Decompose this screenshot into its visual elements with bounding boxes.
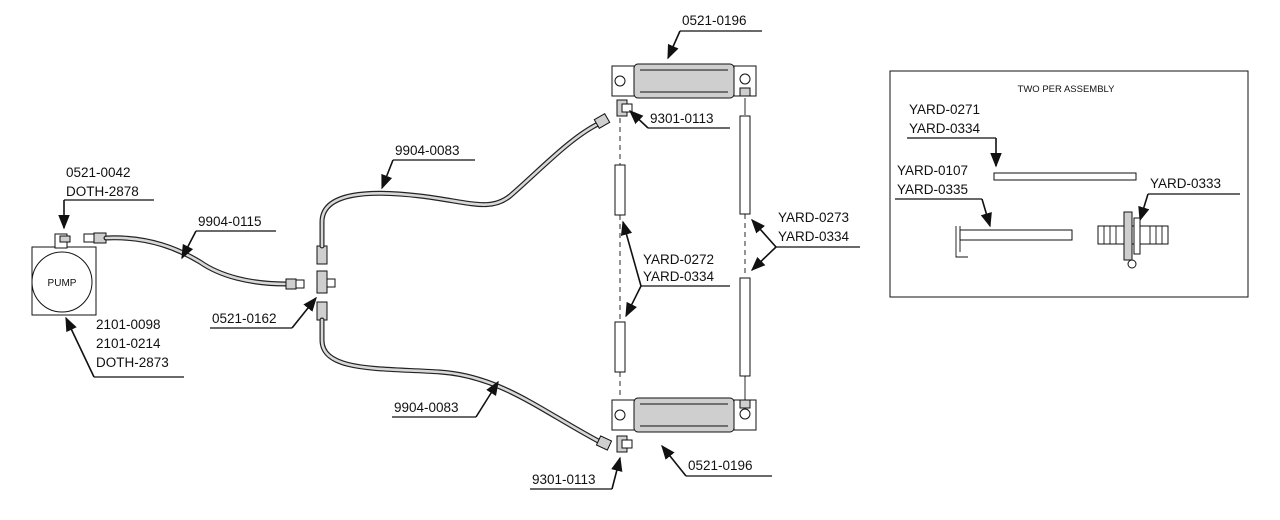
hose-9904-0115 bbox=[83, 232, 305, 290]
tubes bbox=[614, 98, 751, 400]
label-0521-0162: 0521-0162 bbox=[212, 311, 277, 326]
label-yard-0334-left: YARD-0334 bbox=[643, 269, 715, 284]
elbow-fitting-bottom bbox=[616, 435, 633, 453]
label-yard-0333: YARD-0333 bbox=[1150, 176, 1221, 191]
label-2101-0214: 2101-0214 bbox=[96, 336, 161, 351]
callout-rod-left: YARD-0272 YARD-0334 bbox=[620, 220, 730, 318]
callout-elbow-bottom: 9301-0113 bbox=[530, 456, 623, 490]
callout-pump-fitting: 0521-0042 DOTH-2878 bbox=[58, 165, 154, 230]
label-0521-0196-bottom: 0521-0196 bbox=[688, 458, 753, 473]
label-doth-2878: DOTH-2878 bbox=[66, 184, 139, 199]
label-yard-0334-inset: YARD-0334 bbox=[909, 121, 981, 136]
inset-pin-assembly bbox=[1097, 211, 1169, 269]
hose-upper bbox=[316, 112, 611, 265]
hose-lower bbox=[316, 301, 613, 451]
label-0521-0042: 0521-0042 bbox=[66, 165, 131, 180]
inset-rod-a bbox=[993, 172, 1137, 181]
label-9904-0083-upper: 9904-0083 bbox=[395, 143, 460, 158]
callout-elbow-top: 9301-0113 bbox=[628, 110, 730, 129]
callout-rod-right: YARD-0273 YARD-0334 bbox=[750, 210, 860, 271]
label-9904-0083-lower: 9904-0083 bbox=[394, 400, 459, 415]
label-yard-0272: YARD-0272 bbox=[643, 252, 714, 267]
callout-tee: 0521-0162 bbox=[210, 296, 317, 329]
callout-hose-small: 9904-0115 bbox=[181, 214, 276, 260]
elbow-fitting-top bbox=[616, 99, 633, 117]
label-9301-0113-bottom: 9301-0113 bbox=[532, 472, 596, 487]
label-9904-0115: 9904-0115 bbox=[198, 214, 262, 229]
callout-pump-parts: 2101-0098 2101-0214 DOTH-2873 bbox=[65, 316, 184, 378]
label-doth-2873: DOTH-2873 bbox=[96, 355, 169, 370]
label-yard-0334-right: YARD-0334 bbox=[778, 229, 850, 244]
inset-bracket-rod bbox=[955, 226, 1073, 258]
callout-hose-lower: 9904-0083 bbox=[392, 380, 499, 418]
pump-label: PUMP bbox=[48, 278, 77, 289]
tee-fitting bbox=[316, 270, 336, 294]
label-yard-0273: YARD-0273 bbox=[778, 210, 849, 225]
pump: PUMP bbox=[31, 246, 97, 316]
inset-title: TWO PER ASSEMBLY bbox=[1018, 84, 1116, 95]
label-yard-0271: YARD-0271 bbox=[909, 102, 980, 117]
pump-fitting bbox=[54, 233, 71, 249]
callout-cylinder-bottom: 0521-0196 bbox=[661, 444, 772, 477]
cylinder-bottom bbox=[611, 397, 757, 433]
inset-panel: TWO PER ASSEMBLY YARD-0271 YARD-0334 YAR… bbox=[889, 70, 1249, 298]
label-0521-0196-top: 0521-0196 bbox=[682, 13, 747, 28]
label-yard-0335: YARD-0335 bbox=[897, 182, 968, 197]
cylinder-top bbox=[611, 63, 757, 99]
label-9301-0113-top: 9301-0113 bbox=[650, 111, 714, 126]
label-yard-0107: YARD-0107 bbox=[897, 163, 968, 178]
callout-hose-upper: 9904-0083 bbox=[381, 143, 475, 190]
callout-cylinder-top: 0521-0196 bbox=[667, 13, 762, 60]
label-2101-0098: 2101-0098 bbox=[96, 317, 161, 332]
